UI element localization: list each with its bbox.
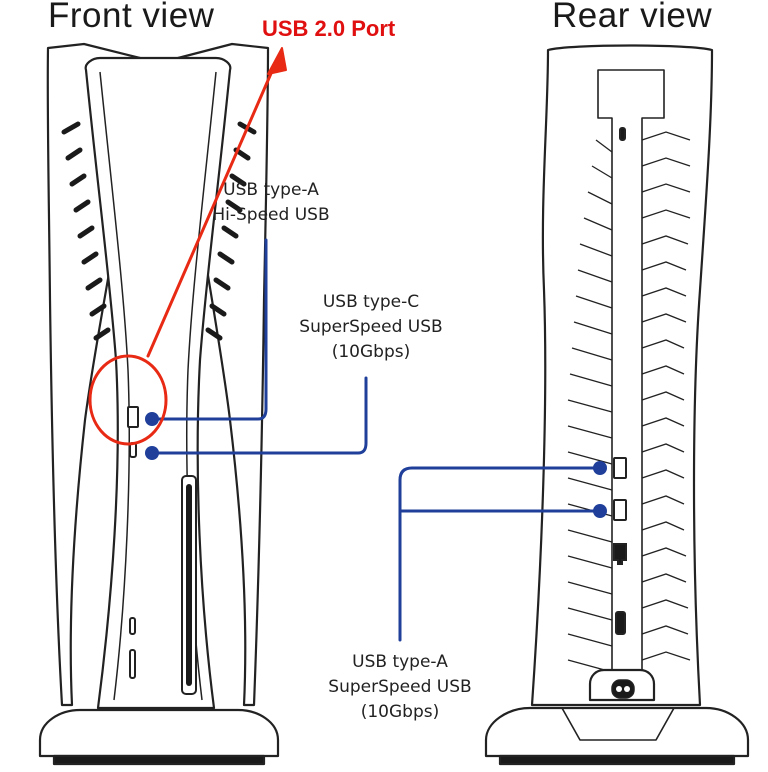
front-center-body <box>84 56 232 710</box>
rear-console <box>530 44 714 707</box>
rear-stand <box>484 668 750 766</box>
leader-dots <box>145 412 607 518</box>
callout-front-usb-c: USB type-C SuperSpeed USB (10Gbps) <box>298 290 444 365</box>
leader-front-usb-a <box>150 238 268 421</box>
rear-fins-right <box>641 131 691 661</box>
callout-line: Hi-Speed USB <box>212 205 330 225</box>
front-face-line-left <box>99 71 130 701</box>
dot-front-usb-a <box>145 412 159 426</box>
disc-slot-opening <box>186 484 192 686</box>
rear-ports <box>613 127 627 635</box>
rear-outline <box>530 44 714 707</box>
front-usb-a-port <box>127 406 139 428</box>
callout-line: USB type-A <box>352 652 448 672</box>
callout-line: USB type-A <box>223 180 319 200</box>
leader-lines <box>150 238 602 642</box>
callout-line: USB type-C <box>322 292 420 312</box>
front-button-1 <box>129 617 136 635</box>
front-vent-stripes <box>61 121 257 341</box>
rear-usb-a-port-1 <box>613 457 627 479</box>
dot-rear-usb-a-2 <box>593 504 607 518</box>
callout-line: SuperSpeed USB <box>328 677 472 697</box>
front-console <box>46 42 270 710</box>
rear-view-heading: Rear view <box>552 0 713 35</box>
rear-fins-left <box>567 139 613 673</box>
front-button-2 <box>129 649 136 679</box>
front-view-heading: Front view <box>48 0 215 35</box>
dot-front-usb-c <box>145 446 159 460</box>
rear-ethernet-port <box>613 543 627 565</box>
callout-front-usb-a: USB type-A Hi-Speed USB <box>206 178 336 228</box>
callout-line: (10Gbps) <box>360 702 440 722</box>
callout-rear-usb-a: USB type-A SuperSpeed USB (10Gbps) <box>322 650 478 725</box>
rear-hdmi-port <box>615 611 626 635</box>
rear-top-slot <box>619 127 626 141</box>
highlight-arrowhead <box>267 47 287 75</box>
highlight-arrow-line <box>146 60 278 358</box>
rear-usb-a-port-2 <box>613 499 627 521</box>
leader-rear-usb-a <box>398 466 602 642</box>
leader-front-usb-c <box>150 376 368 455</box>
callout-line: (10Gbps) <box>331 342 411 362</box>
highlight-circle <box>88 354 168 446</box>
callout-line: SuperSpeed USB <box>299 317 443 337</box>
usb-2-port-label: USB 2.0 Port <box>262 16 396 41</box>
power-connector <box>611 679 635 699</box>
usb-2-highlight <box>88 60 278 446</box>
dot-rear-usb-a-1 <box>593 461 607 475</box>
front-stand <box>38 708 280 766</box>
